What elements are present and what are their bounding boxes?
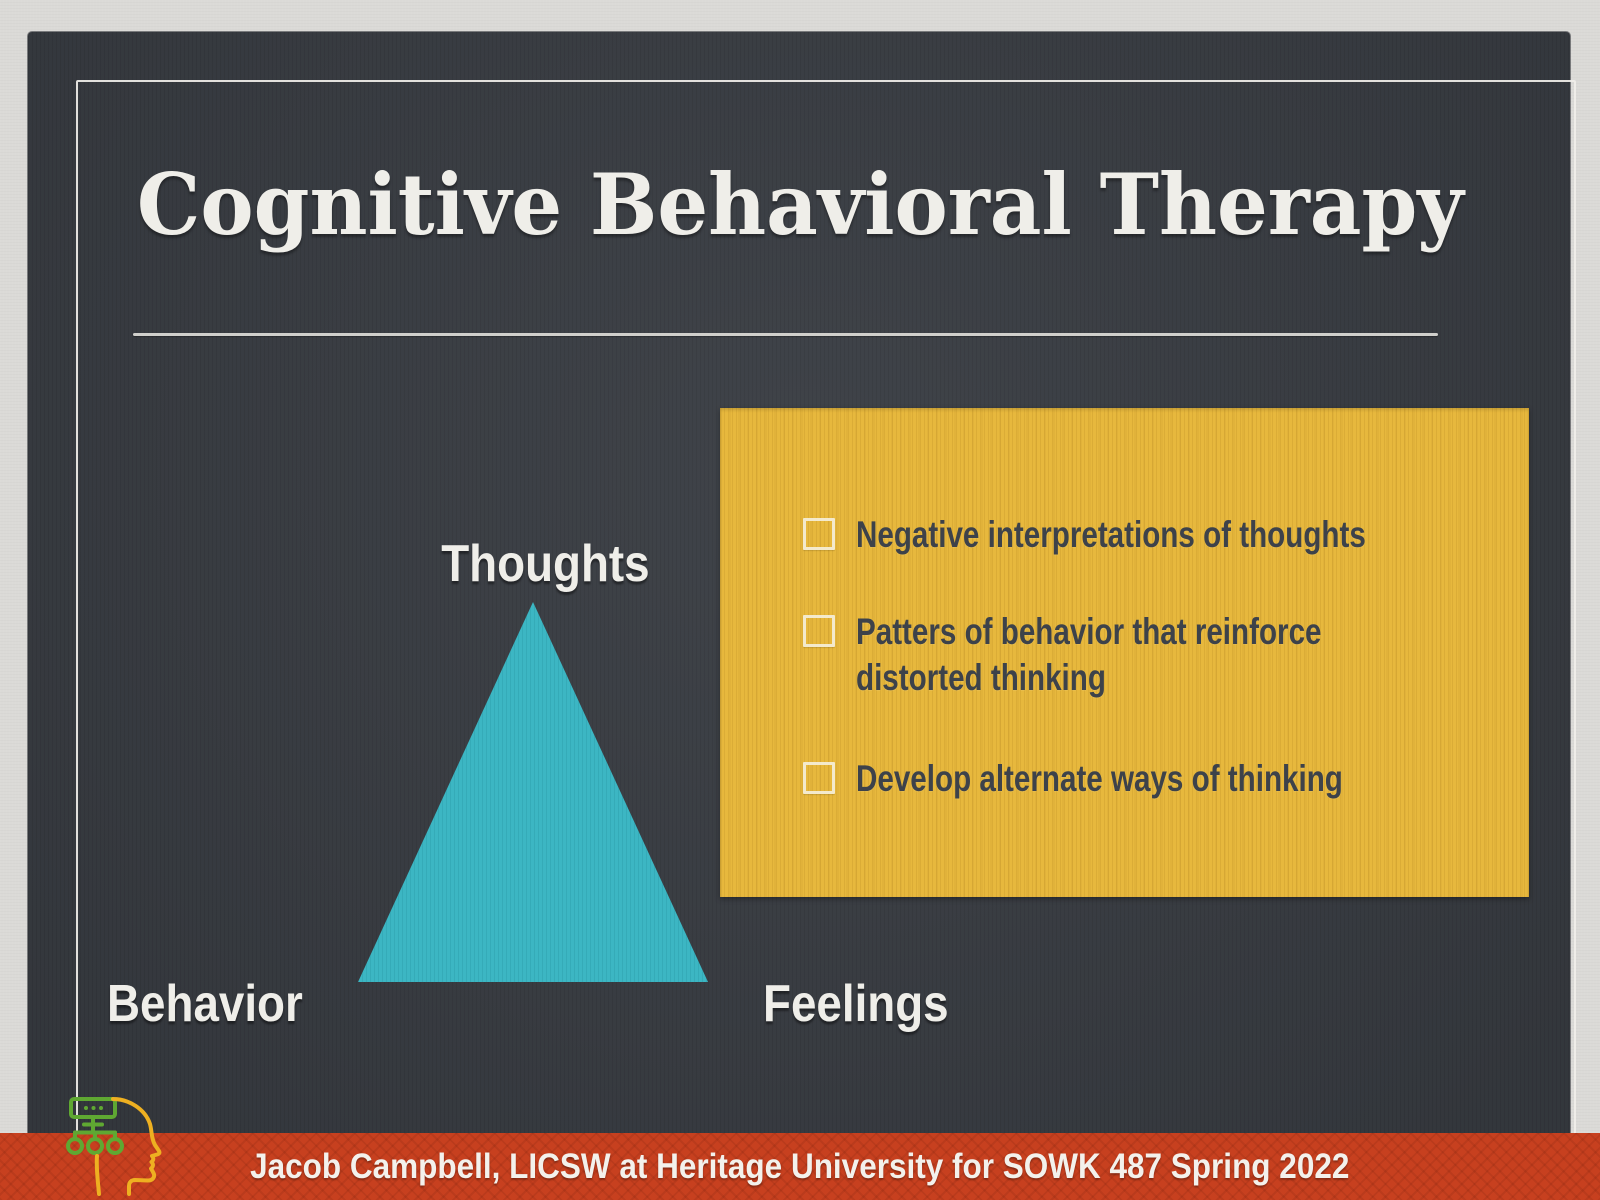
bullet-item: Negative interpretations of thoughts [803,512,1493,558]
empty-checkbox-icon [803,518,835,550]
triangle-label-thoughts: Thoughts [440,535,650,593]
bullet-text: Develop alternate ways of thinking [856,758,1343,799]
footer-bar: Jacob Campbell, LICSW at Heritage Univer… [0,1133,1600,1200]
bullet-text: Negative interpretations of thoughts [856,514,1366,555]
empty-checkbox-icon [803,762,835,794]
callout-box: Negative interpretations of thoughts Pat… [720,408,1529,897]
bullet-item: Patters of behavior that reinforce disto… [803,609,1438,701]
slide-title-text: Cognitive Behavioral Therapy [136,155,1464,254]
bullet-item: Develop alternate ways of thinking [803,756,1465,802]
title-divider [133,333,1438,336]
head-profile-icon [94,1097,162,1196]
bullet-text: Patters of behavior that reinforce disto… [856,611,1322,698]
empty-checkbox-icon [803,615,835,647]
head-flowchart-icon [66,1097,162,1196]
flowchart-icon [66,1097,124,1155]
triangle-label-feelings: Feelings [763,975,949,1033]
triangle-label-behavior: Behavior [107,975,303,1033]
footer-credit-text: Jacob Campbell, LICSW at Heritage Univer… [250,1146,1350,1186]
slide-title: Cognitive Behavioral Therapy [0,163,1600,247]
